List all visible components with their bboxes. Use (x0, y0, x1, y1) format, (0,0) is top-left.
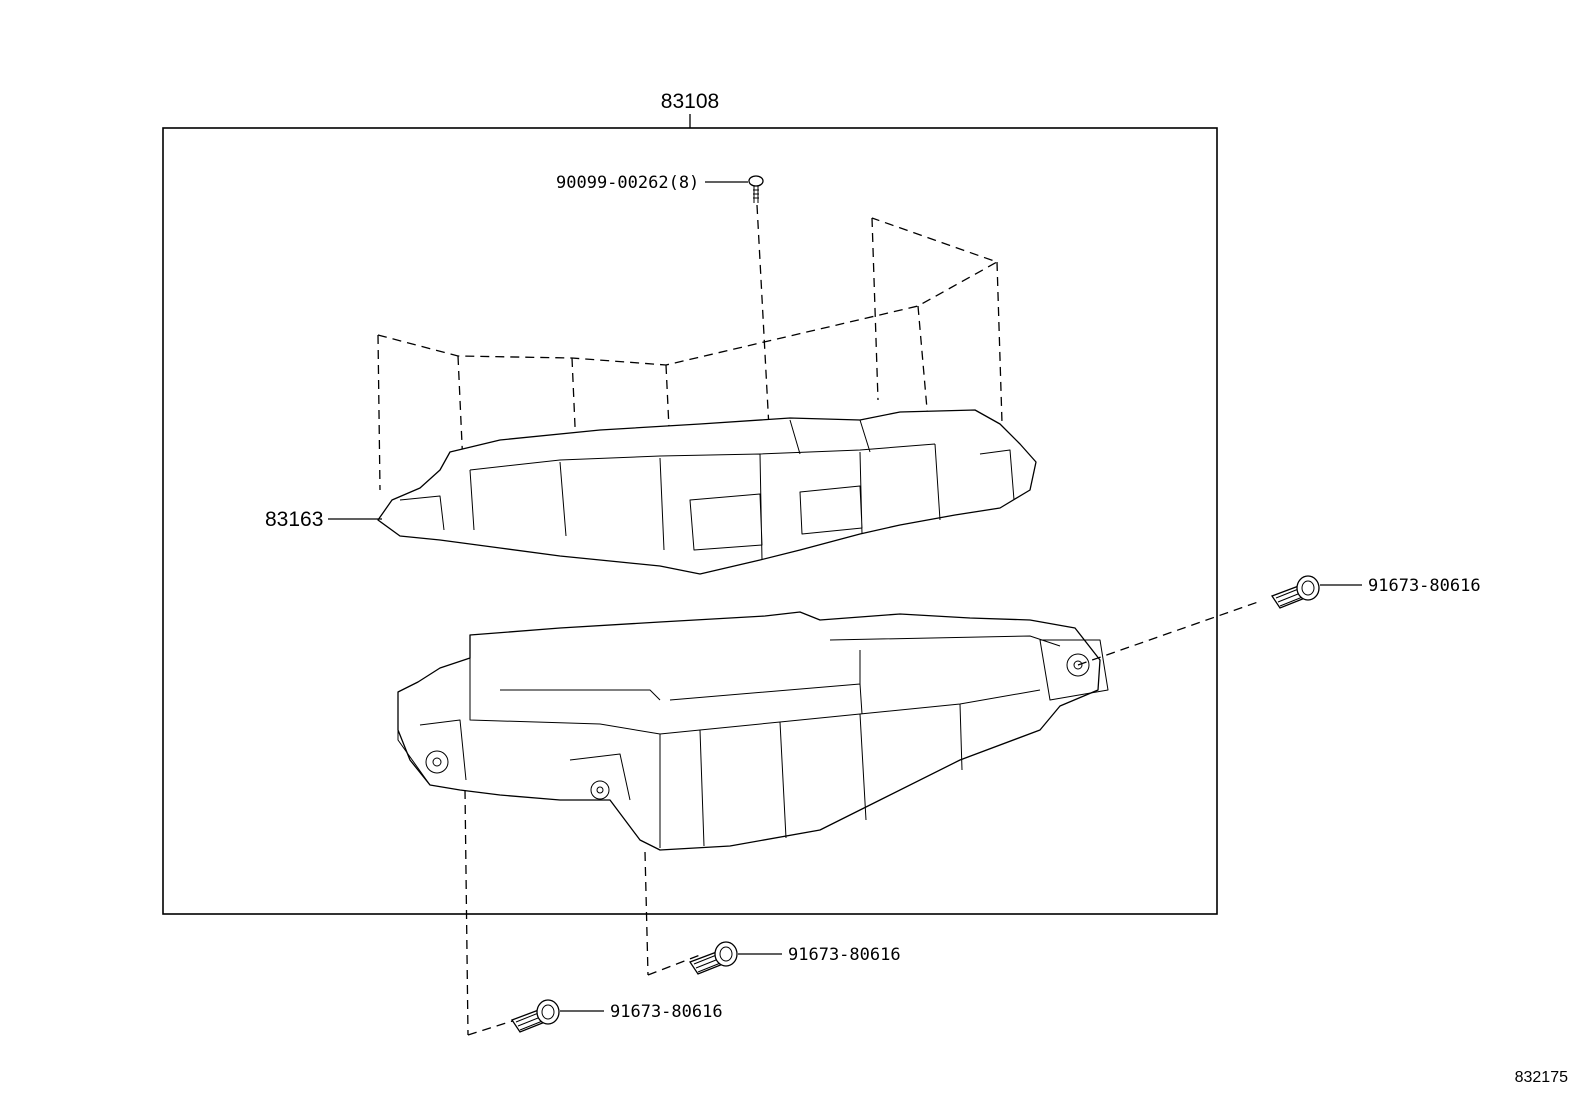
assembly-part-number: 83108 (661, 90, 719, 113)
bolt-mid-guide (644, 851, 649, 976)
bolt-mid-guide-angle (647, 954, 701, 976)
bolt-left-icon (511, 999, 560, 1033)
callout-bolt-bottom-mid: 91673-80616 (788, 945, 901, 965)
small-screw-icon (748, 175, 764, 203)
callout-screw-top: 90099-00262(8) (556, 173, 699, 193)
callout-bolt-bottom-left: 91673-80616 (610, 1002, 723, 1022)
callout-bolt-right: 91673-80616 (1368, 576, 1481, 596)
screw-guide-line (756, 204, 776, 541)
bolt-right-icon (1271, 575, 1320, 609)
cover-alignment-outline (377, 217, 999, 366)
case-part (397, 611, 1109, 851)
bolt-right-guide (1077, 601, 1259, 666)
callout-cover: 83163 (265, 508, 323, 531)
bolt-mid-icon (689, 941, 738, 975)
assembly-frame (162, 127, 1218, 915)
bolt-left-guide (464, 789, 469, 1036)
illustration-ref: 832175 (1515, 1069, 1568, 1086)
cover-part (377, 409, 1037, 575)
